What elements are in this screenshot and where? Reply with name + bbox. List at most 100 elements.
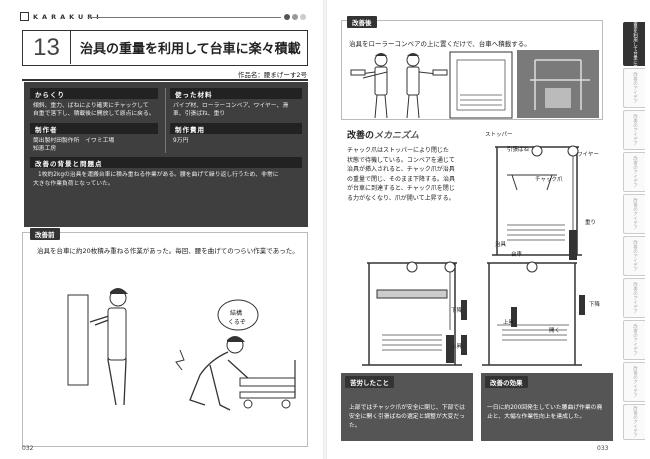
- side-tab-label: 改善のアイデア: [632, 72, 638, 104]
- side-tab-label: 改善のアイデア: [632, 240, 638, 272]
- after-text: 治具をローラーコンベアの上に置くだけで、台車へ積載する。: [349, 40, 531, 48]
- pulley-shape: [406, 261, 418, 273]
- mechanism-text-1: 傾斜、重力、ばねにより確実にチャックして: [33, 103, 149, 109]
- side-tab-label: 改善のアイデア: [632, 324, 638, 356]
- mechanism-title: 改善のメカニズム: [347, 128, 419, 141]
- spring-label: 引張ばね: [507, 147, 530, 153]
- side-tab-label: 改善のアイデア: [632, 366, 638, 398]
- machine-frame-shape: [449, 51, 513, 119]
- down-label-2: 下降: [589, 302, 601, 308]
- header-dots: [284, 14, 306, 20]
- photo-cart-shape: [545, 88, 571, 108]
- brand-square-icon: [20, 12, 29, 21]
- weight-shape: [569, 230, 577, 260]
- side-tab[interactable]: 改善のアイデア: [623, 68, 645, 108]
- up-label-2: 上昇: [503, 320, 515, 326]
- materials-label: 使った材料: [170, 88, 302, 99]
- maker-text-1: 筒出製村田製作所 イワミ工場: [33, 138, 115, 144]
- worker-torso-shape: [107, 307, 127, 361]
- mechanism-text-2: 自重で落下し、積載後に開放して原点に戻る。: [33, 111, 155, 117]
- page-gutter: [323, 0, 327, 459]
- dot-icon: [300, 14, 306, 20]
- background-label: 改善の背景と問題点: [30, 157, 302, 168]
- worker-cap-shape: [110, 288, 128, 294]
- side-tab[interactable]: 改善のアイデア: [623, 194, 645, 234]
- maker-label: 制作者: [30, 123, 158, 134]
- effect-text-2: 止と、大幅な作業性向上を達成した。: [487, 414, 586, 420]
- cart-label: 台車: [511, 252, 523, 258]
- open-label: 開く: [549, 328, 561, 334]
- side-tab[interactable]: 改善のアイデア: [623, 278, 645, 318]
- work-name: 作品名：腰まげーす2号: [237, 71, 307, 79]
- weight-label: 重り: [585, 220, 597, 226]
- side-index-tabs: 治具の重量を利用して台車に楽々積載 改善のアイデア 改善のアイデア 改善のアイデ…: [623, 6, 650, 442]
- mechanism-line-1: チャック爪はストッパーにより閉じた: [347, 147, 449, 154]
- side-tab[interactable]: 改善のアイデア: [623, 236, 645, 276]
- bending-worker-body-shape: [189, 351, 251, 411]
- chuck-shape: [507, 174, 557, 191]
- stacked-jigs-shape: [460, 94, 502, 106]
- before-section: [22, 232, 308, 447]
- effort-label: 苦労したこと: [345, 376, 394, 388]
- side-tab-label: 改善のアイデア: [632, 282, 638, 314]
- side-tab[interactable]: 改善のアイデア: [623, 404, 645, 440]
- side-tab[interactable]: 改善のアイデア: [623, 362, 645, 402]
- side-tab-label: 改善のアイデア: [632, 406, 638, 438]
- jig-shape: [350, 69, 366, 76]
- background-text-2: 大きな作業負荷となっていた。: [33, 181, 114, 187]
- jig-stack-shape: [67, 294, 89, 386]
- header-rule: [88, 17, 281, 18]
- mechanism-line-3: 治具が挿入されると、チャック爪が治具: [347, 166, 455, 173]
- chuck-label: チャック爪: [535, 177, 563, 183]
- bending-worker-cap-shape: [227, 336, 245, 342]
- stacked-jigs-shape: [507, 224, 565, 241]
- title-underline: [22, 79, 308, 81]
- worker-cap-shape: [375, 53, 387, 56]
- side-tab-active[interactable]: 治具の重量を利用して台車に楽々積載: [623, 6, 645, 82]
- worker-cap-shape: [407, 53, 419, 56]
- worker-torso-shape: [406, 66, 420, 96]
- arrow-up-icon: [511, 307, 517, 327]
- after-section: [341, 20, 603, 120]
- after-illustration: [350, 50, 599, 119]
- jig-label: 治具: [495, 242, 507, 248]
- panel-divider: [165, 88, 166, 153]
- down-label-1: 下降: [451, 308, 463, 314]
- right-page: 改善後 治具をローラーコンベアの上に置くだけで、台車へ積載する。 改善のメカニズ…: [327, 0, 650, 459]
- effort-text-1: 上部ではチャック爪が安全に閉じ、下部では: [349, 405, 465, 411]
- before-label: 改善前: [30, 228, 60, 240]
- stacked-jigs-shape: [497, 324, 569, 341]
- left-page: KARAKURI 13 治具の重量を利用して台車に楽々積載 作品名：腰まげーす2…: [0, 0, 323, 459]
- background-text-1: 1枚約2kgの治具を運搬台車に積み重ねる作業がある。腰を曲げて繰り返し行うため、…: [38, 172, 279, 178]
- after-label: 改善後: [347, 16, 377, 28]
- photo-frame-lines: [530, 59, 590, 110]
- materials-text-1: パイプ材、ローラーコンベア、ワイヤー、滑: [173, 103, 289, 109]
- jig-shape: [432, 69, 448, 76]
- page-number-left: 032: [22, 445, 34, 452]
- pulley-shape: [531, 145, 543, 157]
- stopper-label: ストッパー: [485, 132, 513, 138]
- arrow-down-icon: [461, 300, 467, 320]
- chapter-number: 13: [23, 31, 71, 64]
- effort-text-3: た。: [349, 423, 361, 429]
- cart-wheel-shape: [243, 399, 253, 409]
- frame-top-shape: [492, 146, 582, 256]
- speech-bubble-shape: [217, 299, 259, 331]
- mechanism-line-2: 状態で待機している。コンベアを通じて: [347, 156, 455, 164]
- worker-body-shape: [89, 307, 127, 406]
- side-tab[interactable]: 改善のアイデア: [623, 320, 645, 360]
- effect-text-1: 一日に約200回発生していた腰曲げ作業の廃: [487, 405, 603, 411]
- mechanism-line-5: が台車に到達すると、チャック爪を閉じ: [347, 185, 455, 192]
- cost-text: 9万円: [173, 138, 189, 144]
- pulley-shape: [444, 261, 456, 273]
- mechanism-label: からくり: [30, 88, 158, 99]
- side-tab[interactable]: 改善のアイデア: [623, 152, 645, 192]
- pulley-shape: [526, 261, 538, 273]
- page-number-right: 033: [597, 445, 609, 452]
- mechanism-line-4: の重量で閉じ、そのまま下降する。治具: [347, 175, 456, 183]
- effort-text-2: 安全に開く引張ばねの選定と調整が大変だっ: [349, 414, 465, 420]
- side-tab[interactable]: 改善のアイデア: [623, 110, 645, 150]
- side-tab-label: 治具の重量を利用して台車に楽々積載: [632, 5, 638, 83]
- mechanism-line-6: る力がなくなり、爪が開いて上昇する。: [347, 194, 455, 202]
- cart-bottom-shape: [239, 391, 296, 399]
